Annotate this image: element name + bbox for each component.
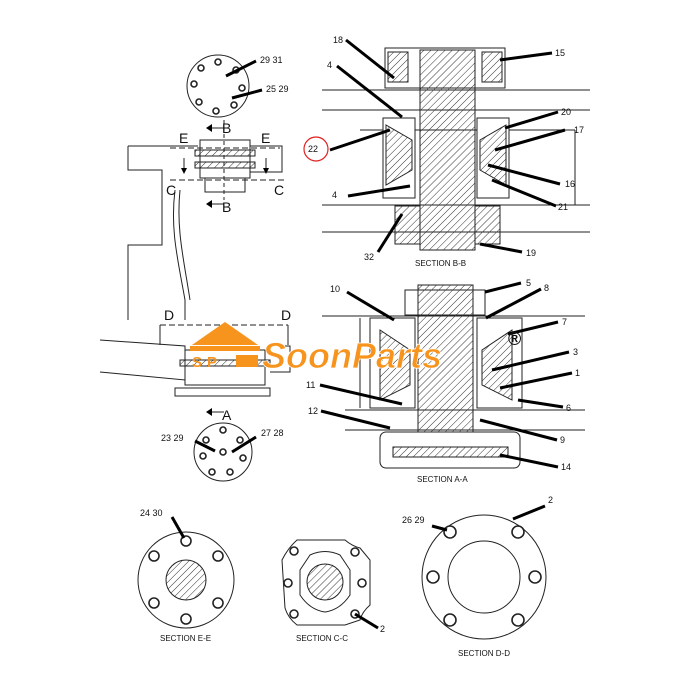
caption-section-d-d: SECTION D-D xyxy=(458,649,510,658)
soonparts-logo-icon: S P xyxy=(190,322,260,371)
section-a-a: 10 5 8 7 3 1 6 9 14 11 12 SECTION A-A xyxy=(306,278,585,484)
callout-22: 22 xyxy=(308,144,318,154)
callout-32: 32 xyxy=(364,252,374,262)
callout-11: 11 xyxy=(306,380,315,390)
section-mark-d-left: D xyxy=(164,307,174,323)
section-b-b: 18 4 22 4 32 15 20 17 16 21 19 SECTION B… xyxy=(303,35,590,268)
assembly-side-view: 29 31 25 29 B B E E C C D xyxy=(99,54,291,482)
callout-4-bottom: 4 xyxy=(332,190,337,200)
section-mark-a-bottom: A xyxy=(222,407,232,423)
callout-21: 21 xyxy=(558,202,568,212)
section-mark-c-left: C xyxy=(166,182,176,198)
section-e-e: 24 30 SECTION E-E xyxy=(137,508,235,643)
callout-29-31: 29 31 xyxy=(260,55,283,65)
callout-14: 14 xyxy=(561,462,571,472)
callout-1: 1 xyxy=(575,368,580,378)
section-mark-e-left: E xyxy=(179,130,188,146)
caption-section-e-e: SECTION E-E xyxy=(160,634,211,643)
top-flange-bolts xyxy=(190,58,246,115)
callout-7: 7 xyxy=(562,317,567,327)
callout-18: 18 xyxy=(333,35,343,45)
caption-section-c-c: SECTION C-C xyxy=(296,634,348,643)
callout-6: 6 xyxy=(566,403,571,413)
section-mark-b-top: B xyxy=(222,120,231,136)
highlight-circle-22 xyxy=(303,136,329,162)
callout-25-29: 25 29 xyxy=(266,84,289,94)
callout-17: 17 xyxy=(574,125,584,135)
caption-section-a-a: SECTION A-A xyxy=(417,475,468,484)
section-mark-b-bottom: B xyxy=(222,199,231,215)
callout-9: 9 xyxy=(560,435,565,445)
callout-26-29: 26 29 xyxy=(402,515,425,525)
section-c-c-bolts xyxy=(283,546,367,619)
section-mark-d-right: D xyxy=(281,307,291,323)
callout-4-top: 4 xyxy=(327,60,332,70)
callout-2-dd: 2 xyxy=(548,495,553,505)
bottom-flange-bolts xyxy=(199,426,247,476)
callout-10: 10 xyxy=(330,284,340,294)
callout-3: 3 xyxy=(573,347,578,357)
section-e-e-bolts xyxy=(148,535,224,625)
callout-23-29: 23 29 xyxy=(161,433,184,443)
section-c-c: 2 SECTION C-C xyxy=(281,539,385,643)
section-mark-e-right: E xyxy=(261,130,270,146)
section-d-d: 26 29 2 SECTION D-D xyxy=(402,495,553,658)
section-mark-c-right: C xyxy=(274,182,284,198)
svg-text:S: S xyxy=(192,354,202,371)
callout-15: 15 xyxy=(555,48,565,58)
callout-12: 12 xyxy=(308,406,318,416)
svg-text:P: P xyxy=(207,354,217,371)
callout-8: 8 xyxy=(544,283,549,293)
callout-2-cc: 2 xyxy=(380,624,385,634)
caption-section-b-b: SECTION B-B xyxy=(415,259,466,268)
watermark-text: SoonParts xyxy=(262,335,442,376)
callout-16: 16 xyxy=(565,179,575,189)
callout-24-30: 24 30 xyxy=(140,508,163,518)
soonparts-watermark: S P SoonParts ® xyxy=(190,322,521,376)
callout-27-28: 27 28 xyxy=(261,428,284,438)
registered-mark: ® xyxy=(508,329,521,349)
callout-20: 20 xyxy=(561,107,571,117)
callout-19: 19 xyxy=(526,248,536,258)
callout-5: 5 xyxy=(526,278,531,288)
